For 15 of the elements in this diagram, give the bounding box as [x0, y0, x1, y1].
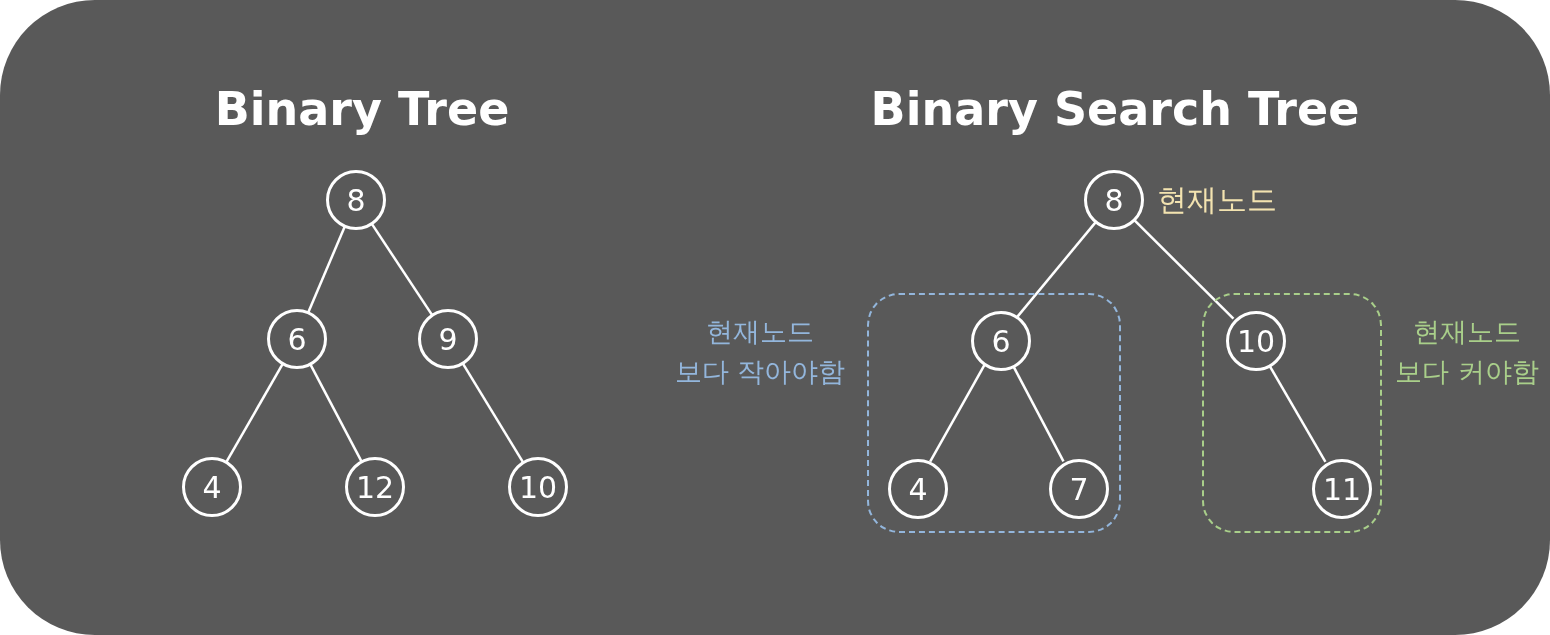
tree-edge	[307, 226, 346, 313]
annotation-text: 현재노드 보다 작아야함	[673, 315, 847, 389]
tree-edge	[929, 363, 986, 463]
tree-edge	[1016, 221, 1097, 318]
tree-edge	[309, 364, 363, 462]
dashed-group-box	[1202, 293, 1382, 533]
heading: Binary Tree	[214, 82, 510, 136]
annotation-text: 현재노드	[1157, 181, 1277, 219]
tree-edge	[370, 223, 434, 316]
tree-edge	[1133, 219, 1235, 320]
dashed-group-box	[867, 293, 1121, 533]
tree-edge	[225, 363, 284, 463]
annotation-text: 현재노드 보다 커야함	[1394, 315, 1540, 389]
heading: Binary Search Tree	[870, 82, 1360, 136]
tree-edge	[462, 363, 524, 463]
